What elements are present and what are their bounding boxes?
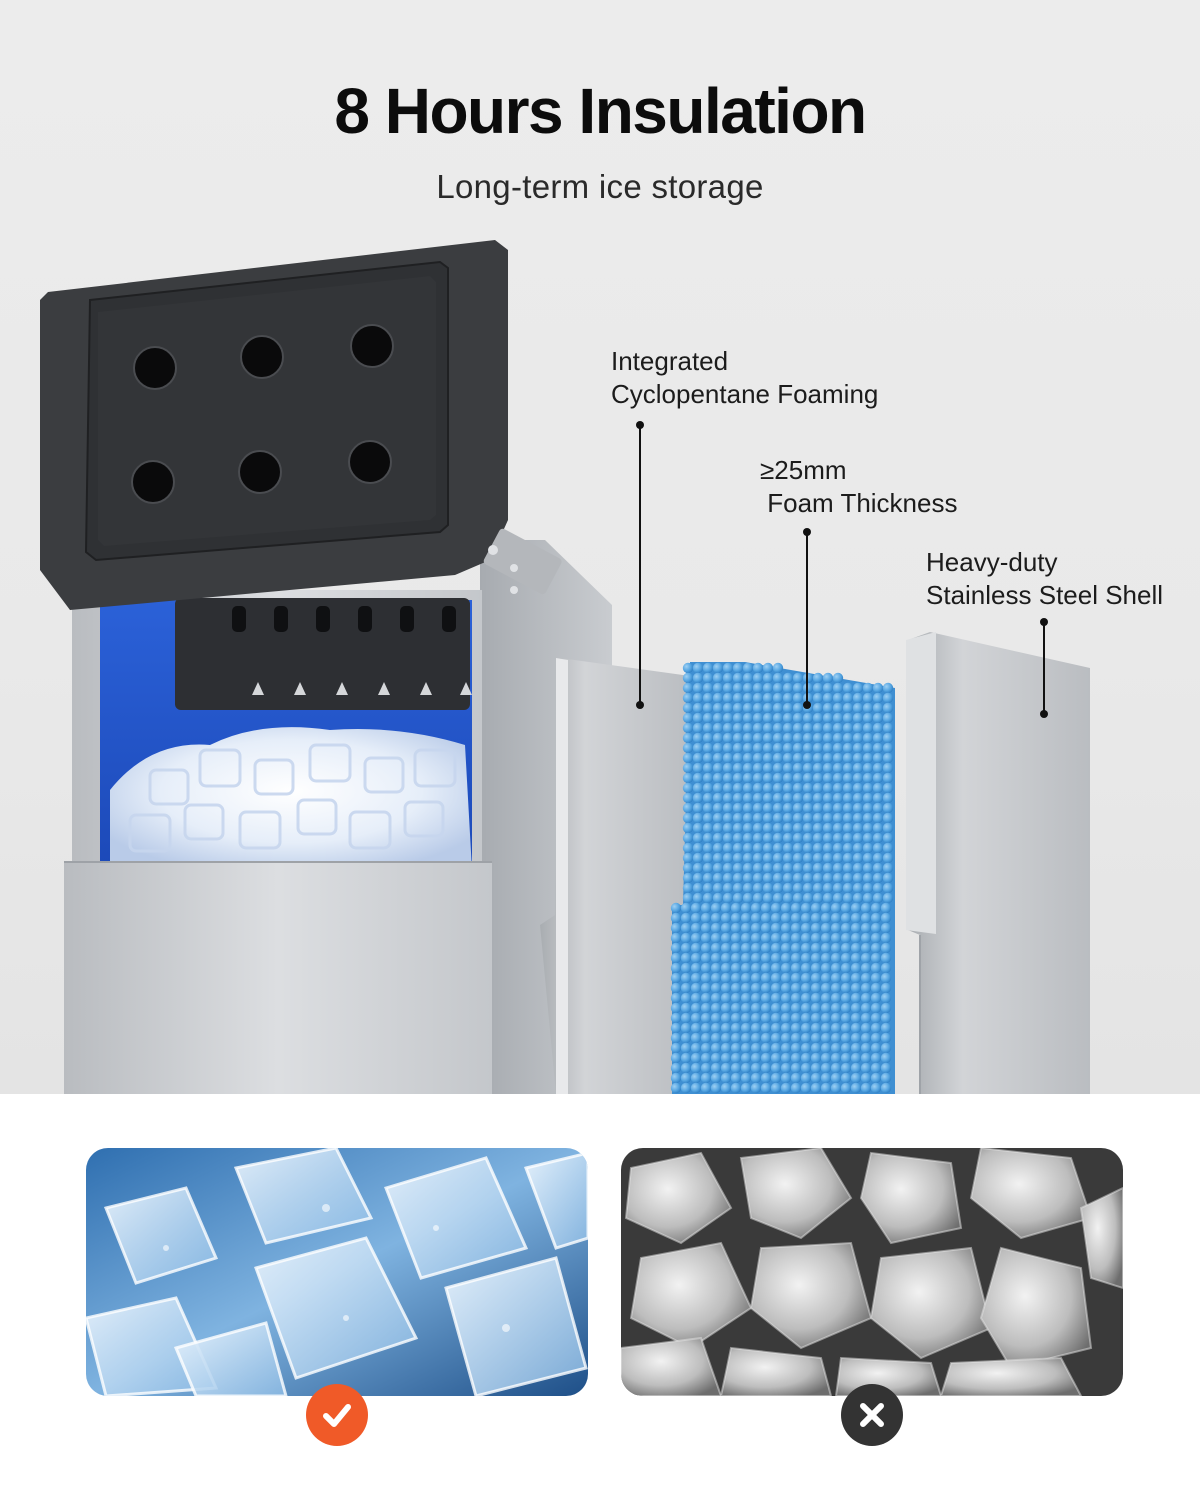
- callout-foam-thickness: ≥25mm Foam Thickness: [760, 454, 957, 520]
- callout-line: Integrated: [611, 346, 729, 376]
- callout-line: Heavy-duty: [926, 547, 1058, 577]
- callout-stainless-steel-shell: Heavy-duty Stainless Steel Shell: [926, 546, 1163, 612]
- check-icon: [323, 1404, 351, 1427]
- callout-cyclopentane-foaming: Integrated Cyclopentane Foaming: [611, 345, 878, 411]
- crushed-cloudy-ice-photo: [621, 1148, 1123, 1396]
- clear-ice-cubes-photo: [86, 1148, 588, 1396]
- close-icon: [860, 1403, 884, 1427]
- callout-line: ≥25mm: [760, 455, 847, 485]
- ice-maker-exploded-illustration: [40, 240, 1090, 1094]
- cross-badge: [841, 1384, 903, 1446]
- foam-layer: [670, 662, 895, 1094]
- page-title: 8 Hours Insulation: [334, 75, 867, 147]
- callout-line: Cyclopentane Foaming: [611, 379, 879, 409]
- check-badge: [306, 1384, 368, 1446]
- callout-line: Stainless Steel Shell: [926, 580, 1164, 610]
- page-subtitle: Long-term ice storage: [436, 168, 764, 205]
- callout-line: Foam Thickness: [760, 488, 958, 518]
